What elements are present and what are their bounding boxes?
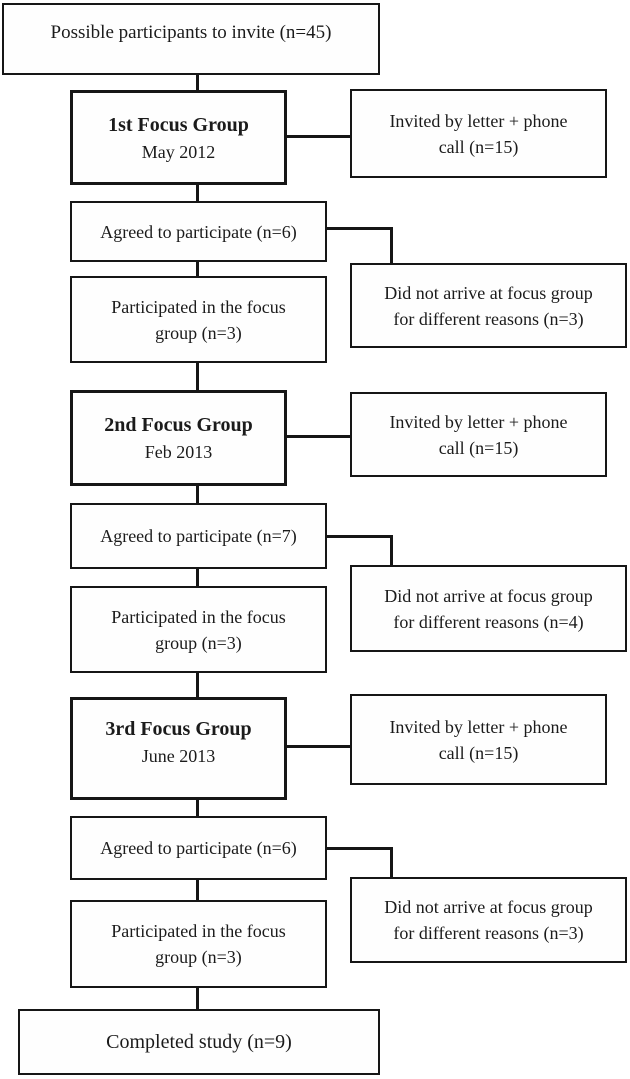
no-show-1-line2: for different reasons (n=3) [393,308,584,329]
focus-group-2-title: 2nd Focus Group [104,414,253,436]
participated-2-box: Participated in the focus group (n=3) [70,586,327,673]
no-show-1-line1: Did not arrive at focus group [384,282,593,303]
focus-group-2-box: 2nd Focus Group Feb 2013 [70,390,287,486]
focus-group-1-box: 1st Focus Group May 2012 [70,90,287,185]
invited-2-box: Invited by letter + phone call (n=15) [350,392,607,477]
connector-line [196,569,199,587]
connector-line [285,135,351,138]
agreed-3-label: Agreed to participate (n=6) [100,838,297,858]
participated-1-line1: Participated in the focus [111,296,286,317]
no-show-3-line2: for different reasons (n=3) [393,923,584,943]
no-show-1-box: Did not arrive at focus group for differ… [350,263,627,348]
invited-1-line1: Invited by letter + phone [389,110,568,131]
agreed-2-label: Agreed to participate (n=7) [100,526,297,546]
start-box: Possible participants to invite (n=45) [2,3,380,75]
end-box: Completed study (n=9) [18,1009,380,1075]
invited-3-box: Invited by letter + phone call (n=15) [350,694,607,785]
connector-line [196,486,199,504]
invited-3-line2: call (n=15) [438,742,519,763]
agreed-3-box: Agreed to participate (n=6) [70,816,327,880]
agreed-2-box: Agreed to participate (n=7) [70,503,327,569]
connector-line [196,185,199,202]
focus-group-2-date: Feb 2013 [144,442,213,462]
connector-line [285,745,351,748]
end-label: Completed study (n=9) [106,1031,292,1053]
invited-2-line1: Invited by letter + phone [389,411,568,432]
connector-line [196,262,199,277]
agreed-1-label: Agreed to participate (n=6) [100,221,297,242]
focus-group-3-title: 3rd Focus Group [105,717,252,740]
no-show-3-box: Did not arrive at focus group for differ… [350,877,627,963]
invited-1-box: Invited by letter + phone call (n=15) [350,89,607,178]
focus-group-3-box: 3rd Focus Group June 2013 [70,697,287,800]
focus-group-3-date: June 2013 [141,745,216,766]
invited-3-line1: Invited by letter + phone [389,716,568,737]
no-show-2-line2: for different reasons (n=4) [393,611,584,632]
connector-line [327,227,393,230]
agreed-1-box: Agreed to participate (n=6) [70,201,327,262]
invited-2-line2: call (n=15) [438,437,519,458]
no-show-3-line1: Did not arrive at focus group [384,897,593,917]
connector-line [196,800,199,817]
participated-1-line2: group (n=3) [155,322,242,343]
participated-2-line2: group (n=3) [155,632,242,653]
no-show-2-line1: Did not arrive at focus group [384,585,593,606]
connector-line [327,847,393,850]
participated-3-box: Participated in the focus group (n=3) [70,900,327,988]
participated-1-box: Participated in the focus group (n=3) [70,276,327,363]
participated-3-line1: Participated in the focus [111,921,286,941]
connector-line [390,227,393,264]
start-label: Possible participants to invite (n=45) [50,22,332,43]
focus-group-1-title: 1st Focus Group [108,113,249,136]
participated-2-line1: Participated in the focus [111,606,286,627]
focus-group-1-date: May 2012 [141,141,216,162]
connector-line [196,988,199,1010]
invited-1-line2: call (n=15) [438,136,519,157]
connector-line [390,535,393,566]
connector-line [196,75,199,92]
connector-line [327,535,393,538]
connector-line [196,673,199,698]
connector-line [285,435,351,438]
connector-line [196,363,199,391]
participated-3-line2: group (n=3) [155,947,242,967]
connector-line [196,880,199,901]
connector-line [390,847,393,878]
no-show-2-box: Did not arrive at focus group for differ… [350,565,627,652]
